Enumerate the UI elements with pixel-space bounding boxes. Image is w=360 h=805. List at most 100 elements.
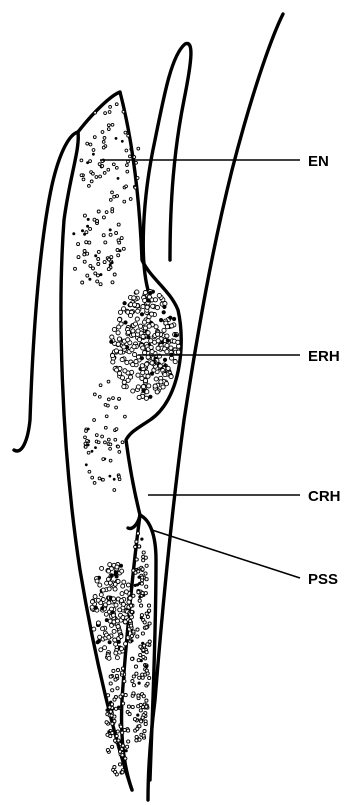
stipple-dot (92, 627, 96, 631)
label-en: EN (308, 153, 329, 170)
stipple-dot (132, 345, 136, 349)
stipple-dot (107, 268, 110, 271)
stipple-dot (107, 635, 111, 639)
stipple-dot (109, 340, 113, 344)
stipple-dot (163, 373, 167, 377)
stipple-dot (135, 161, 138, 164)
stipple-dot (92, 149, 95, 152)
stipple-dot (140, 616, 143, 619)
stipple-dot (131, 329, 135, 333)
stipple-dot (118, 310, 122, 314)
stipple-dot (112, 597, 116, 601)
stipple-dot (89, 160, 92, 163)
stipple-dot (89, 227, 92, 230)
stipple-dot (92, 172, 95, 175)
stipple-dot (97, 263, 100, 266)
stipple-dot (118, 397, 121, 400)
stipple-dot (91, 450, 94, 453)
stipple-dot (116, 687, 119, 690)
stipple-dot (86, 225, 89, 228)
stipple-dot (145, 612, 148, 615)
stipple-dot (105, 415, 108, 418)
stipple-dot (140, 582, 143, 585)
stipple-dot (134, 665, 137, 668)
stipple-dot (136, 628, 139, 631)
stipple-dot (98, 477, 101, 480)
stipple-dot (177, 344, 181, 348)
stipple-dot (119, 635, 123, 639)
stipple-dot (103, 646, 107, 650)
stipple-dot (88, 185, 91, 188)
stipple-dot (104, 403, 107, 406)
stipple-dot (124, 131, 127, 134)
stipple-dot (91, 476, 94, 479)
label-crh: CRH (308, 488, 341, 505)
stipple-dot (120, 599, 124, 603)
stipple-dot (123, 301, 127, 305)
stipple-dot (94, 254, 97, 257)
stipple-dot (97, 250, 100, 253)
stipple-dot (84, 442, 87, 445)
stipple-dot (153, 384, 157, 388)
stipple-dot (141, 568, 144, 571)
stipple-dot (97, 258, 100, 261)
stipple-dot (98, 163, 101, 166)
stipple-dot (132, 675, 135, 678)
stipple-dot (110, 703, 113, 706)
stipple-dot (121, 744, 124, 747)
stipple-dot (144, 722, 147, 725)
stipple-dot (165, 334, 169, 338)
stipple-dot (86, 142, 89, 145)
stipple-dot (142, 551, 145, 554)
stipple-dot (93, 136, 96, 139)
stipple-dot (146, 374, 150, 378)
stipple-dot (115, 232, 118, 235)
stipple-dot (121, 754, 124, 757)
stipple-dot (140, 604, 143, 607)
stipple-dot (94, 111, 97, 114)
stipple-dot (120, 237, 123, 240)
stipple-dot (170, 324, 174, 328)
stipple-dot (141, 716, 144, 719)
stipple-dot (129, 148, 132, 151)
stipple-dot (111, 281, 114, 284)
stipple-dot (126, 164, 129, 167)
stipple-dot (143, 621, 146, 624)
stipple-dot (138, 324, 142, 328)
stipple-dot (137, 591, 140, 594)
stipple-dot (112, 629, 116, 633)
stipple-dot (136, 309, 140, 313)
stipple-dot (121, 140, 124, 143)
stipple-dot (130, 610, 133, 613)
stipple-dot (85, 463, 88, 466)
stipple-dot (136, 727, 139, 730)
stipple-dot (110, 610, 114, 614)
stipple-dot (153, 298, 157, 302)
stipple-dot (96, 280, 99, 283)
stipple-dot (103, 137, 106, 140)
stipple-dot (102, 141, 105, 144)
stipple-dot (135, 540, 138, 543)
stipple-dot (107, 398, 110, 401)
slender-lobe-outline (143, 43, 191, 290)
stipple-dot (135, 317, 139, 321)
stipple-dot (126, 583, 130, 587)
stipple-dot (107, 124, 110, 127)
stipple-dot (161, 385, 165, 389)
stipple-dot (141, 305, 145, 309)
stipple-dot (163, 358, 167, 362)
stipple-dot (176, 350, 180, 354)
stipple-dot (123, 369, 127, 373)
stipple-dot (133, 353, 137, 357)
stipple-dot (147, 384, 151, 388)
stipple-dot (120, 358, 124, 362)
stipple-dot (135, 290, 139, 294)
stipple-dot (93, 595, 97, 599)
stipple-dot (117, 640, 121, 644)
stipple-dot (115, 575, 119, 579)
stipple-dot (94, 606, 98, 610)
stipple-dot (86, 274, 89, 277)
stipple-dot (168, 316, 172, 320)
stipple-dot (104, 241, 107, 244)
stipple-dot (83, 250, 86, 253)
